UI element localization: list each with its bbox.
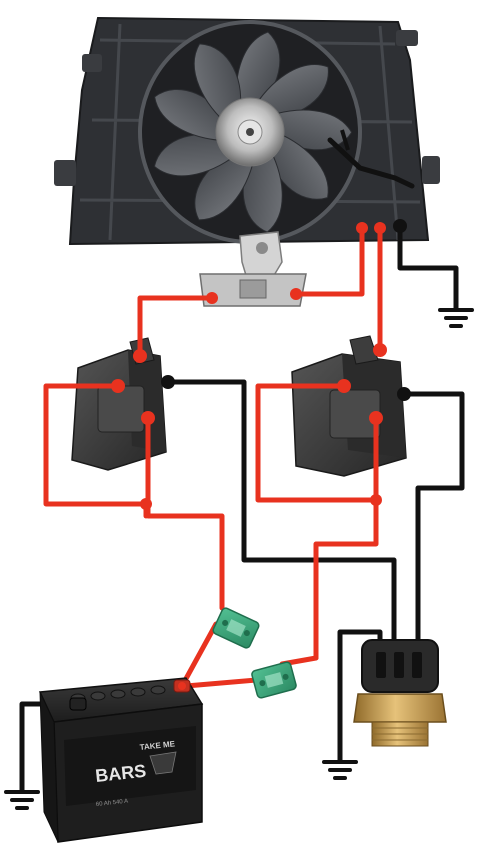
wire-fan-to-relay-right <box>293 225 365 297</box>
black-terminals <box>71 219 411 711</box>
relay-right <box>291 335 407 477</box>
relay-left <box>71 337 167 471</box>
mounting-tab-right <box>422 156 440 184</box>
wire-fuse-right-to-battery <box>183 677 259 689</box>
ground-icon <box>322 760 358 780</box>
mounting-tab-left <box>54 160 76 186</box>
battery-icon: BARS TAKE ME 60 Ah 540 A <box>38 677 204 843</box>
motor-harness <box>327 137 415 189</box>
wire-relay-left-coil <box>145 415 225 611</box>
fan-icon <box>147 31 355 237</box>
mounting-tab-top-right <box>396 30 418 46</box>
temperature-sensor-icon <box>353 639 447 747</box>
wire-relay-right-to-sensor <box>401 391 465 651</box>
mounting-tab-top-left <box>82 54 102 72</box>
wire-relay-right-loop <box>255 383 379 503</box>
wire-fan-ground <box>397 223 459 311</box>
fuse-right <box>251 661 297 699</box>
red-wires <box>43 225 383 689</box>
wire-relay-left-loop <box>43 383 149 507</box>
sensor-hex-body <box>353 693 447 723</box>
ground-icon <box>438 308 474 328</box>
fuse-left <box>212 607 260 649</box>
wire-relay-right-coil <box>313 415 379 661</box>
wire-fuse-left-to-battery <box>179 621 219 689</box>
battery-small-print: 60 Ah 540 A <box>96 799 129 808</box>
wire-fan-to-relay-left <box>137 295 215 359</box>
wire-relay-left-to-sensor <box>165 379 397 651</box>
battery-badge: TAKE ME <box>139 739 176 752</box>
battery-negative-terminal <box>69 697 87 711</box>
ground-icon <box>4 790 40 810</box>
fan-assembly <box>54 16 440 307</box>
red-terminals <box>111 222 387 510</box>
